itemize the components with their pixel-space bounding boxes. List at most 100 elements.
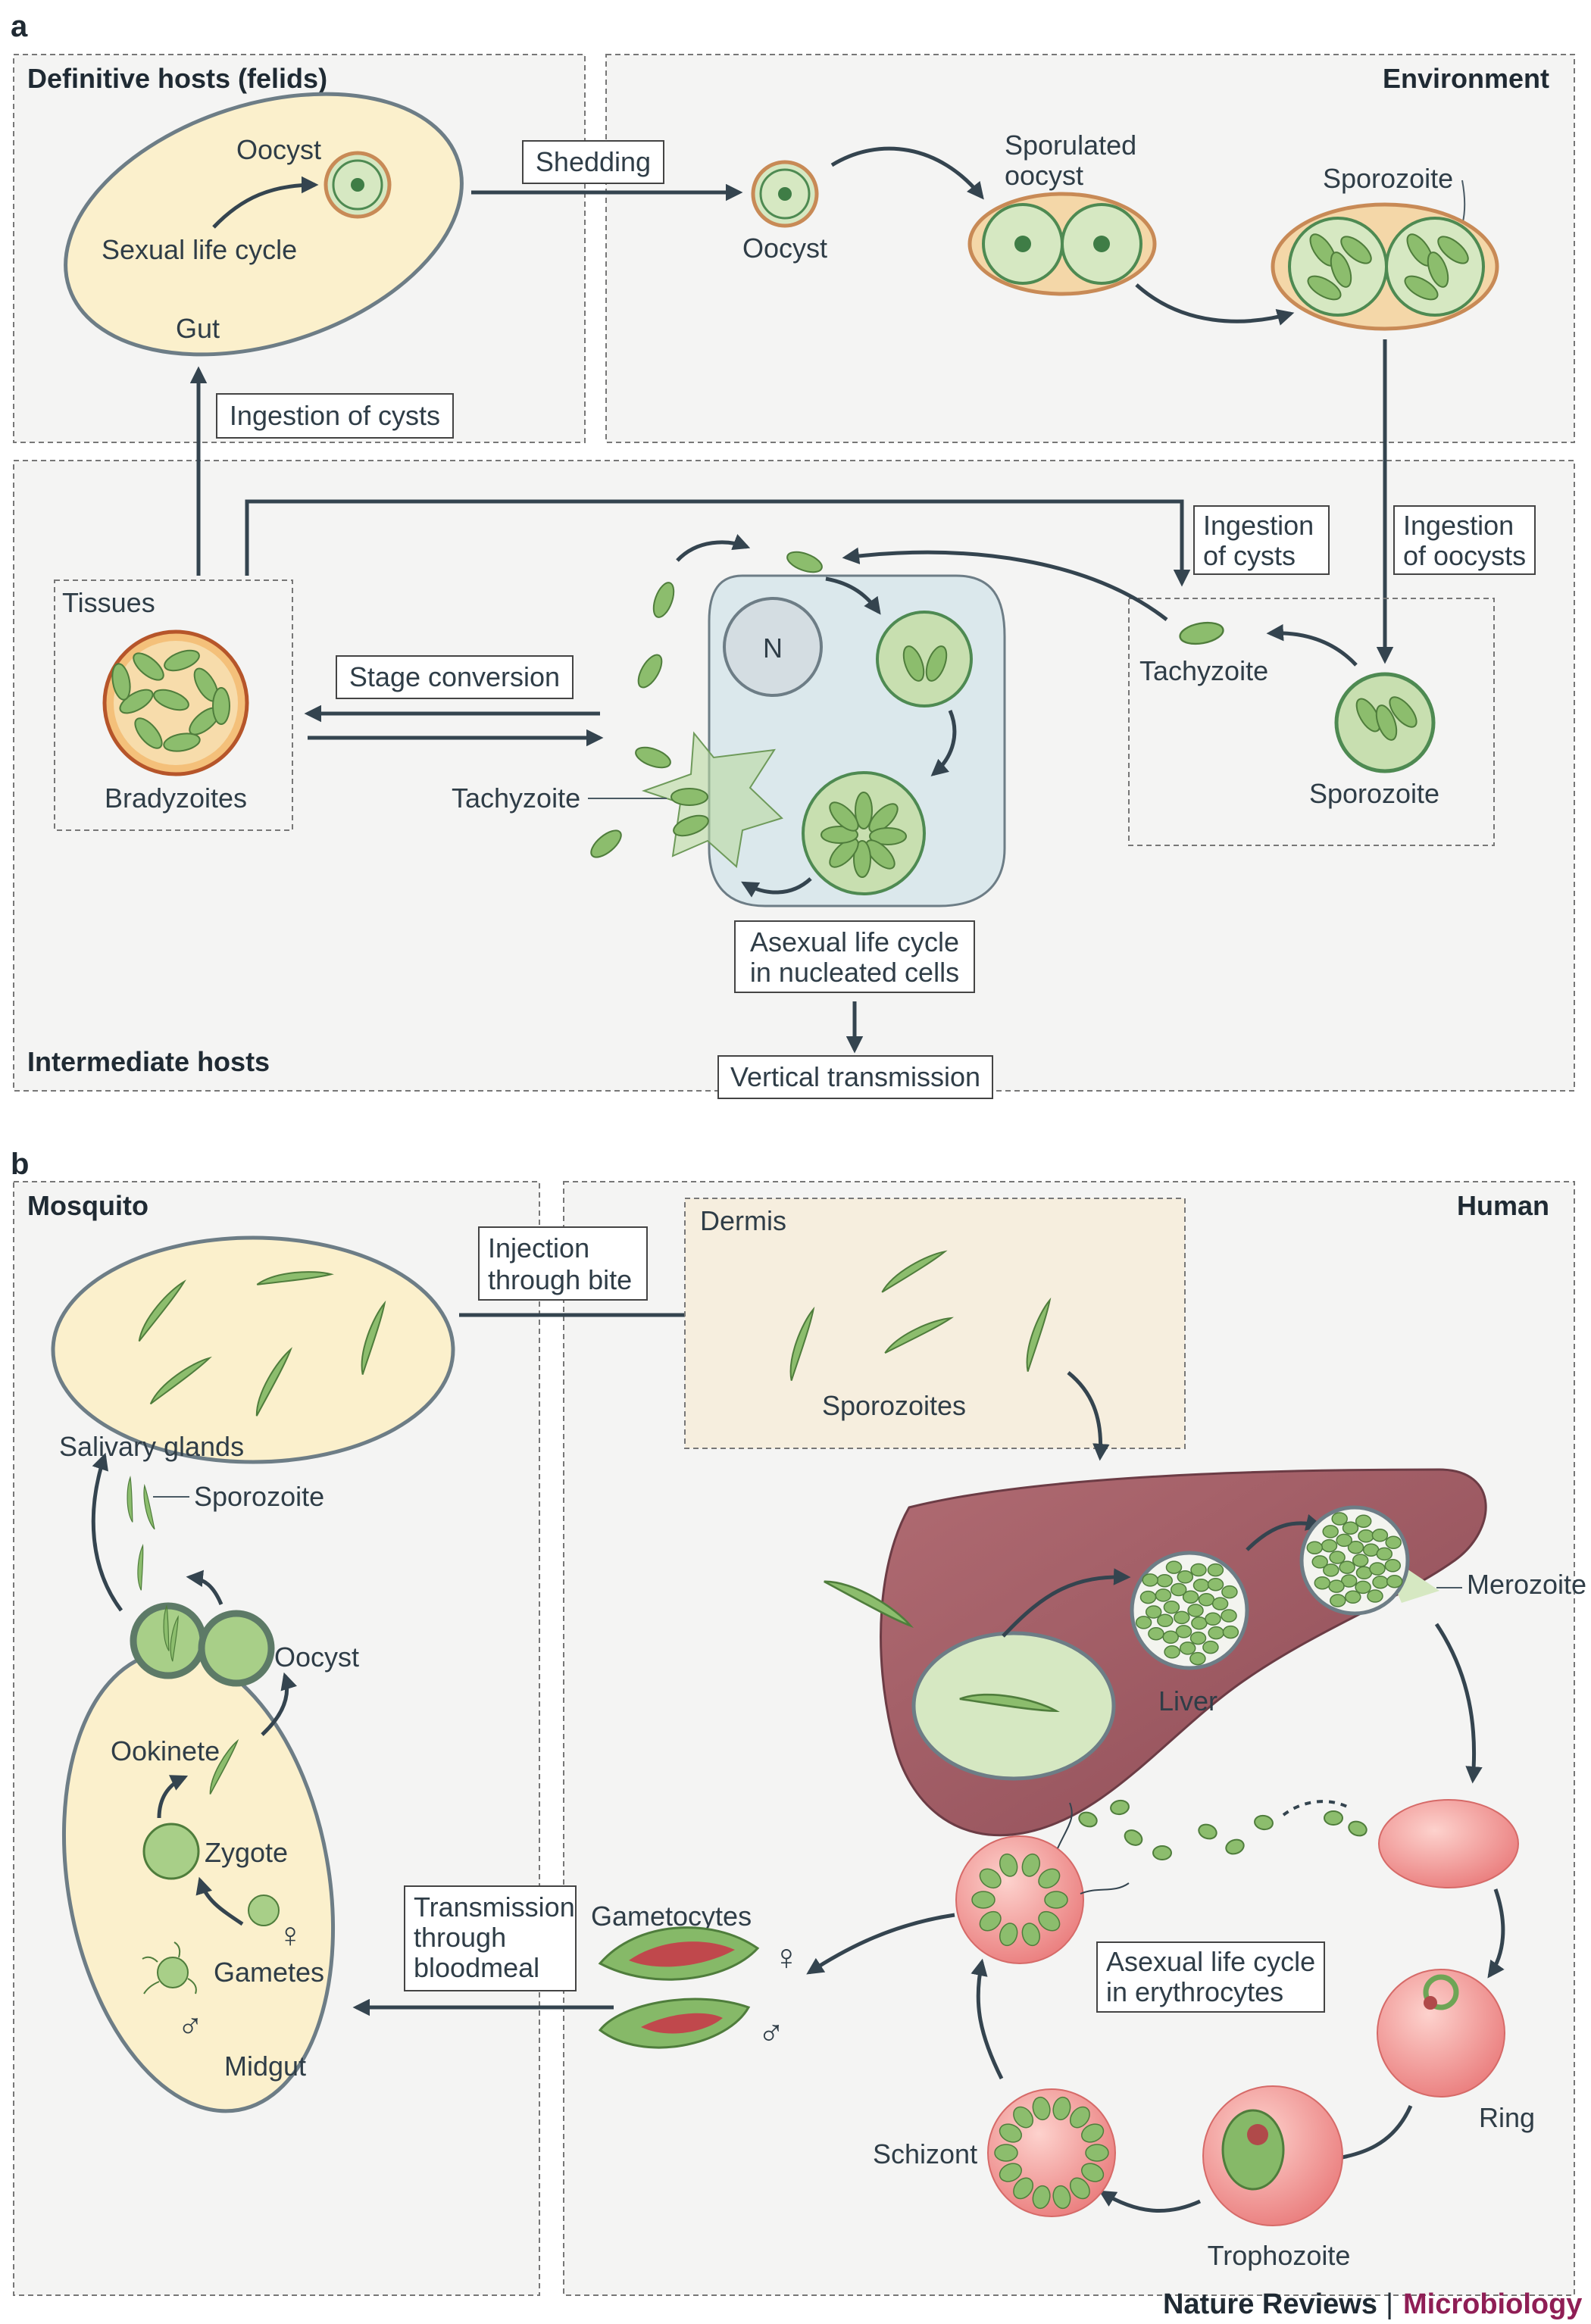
merozoite [1069,2106,1090,2129]
shedding-box [522,140,664,184]
merozoite [1208,1626,1224,1640]
asexual-erythrocyte-label-1: Asexual life cycle [1106,1946,1315,1977]
gametes-label: Gametes [214,1957,324,1988]
merozoite [1367,1589,1383,1603]
oocyst-release-arrow [186,1570,223,1605]
merozoite [1198,1593,1215,1607]
merozoite-dashed-arrow [1282,1800,1352,1816]
mature-liver-schizont [1299,1505,1439,1616]
salivary-glands-label: Salivary glands [59,1431,244,1462]
sporulation-arrow [830,146,984,200]
merozoite [1038,1868,1061,1889]
transmission-label-2: through [414,1922,506,1953]
merozoite [1342,1521,1359,1535]
merozoite [1135,1616,1152,1629]
female-gamete-symbol: ♀ [277,1915,304,1954]
sexual-life-cycle-label: Sexual life cycle [102,234,297,265]
sporulated-oocyst-icon [967,192,1157,296]
injection-box [478,1226,648,1301]
sporulated-oocyst-label-1: Sporulated [1005,130,1136,161]
hepatocyte [911,1631,1116,1781]
liver-arrow-1 [1002,1568,1131,1638]
merozoite [1330,1594,1346,1607]
tissues-label: Tissues [62,587,155,618]
merozoite [1175,1625,1192,1638]
merozoite [979,1868,1002,1889]
rosette-cell-icon [802,771,926,895]
merozoite [1329,1551,1346,1564]
female-gametocyte [598,1926,760,1981]
merozoite [1174,1610,1190,1625]
merozoite [1355,1514,1372,1528]
merozoite [1336,1533,1352,1548]
ingestion-of-cysts-box [1193,505,1330,575]
asexual-cycle-label-1: Asexual life cycle [750,926,959,957]
schizont-label: Schizont [873,2138,977,2169]
host-cycle-arrow-4 [741,877,812,898]
merozoite [979,1910,1002,1932]
merozoite [1081,2123,1105,2143]
female-gamete [248,1894,280,1926]
merozoite [1372,1575,1389,1589]
stage-conversion-box [336,655,574,699]
merozoite [1052,2185,1071,2210]
merozoite [1179,1641,1196,1655]
schizont-to-rupture-arrow [971,1958,1004,2080]
environment-oocyst-label: Oocyst [742,233,827,264]
merozoite [1386,1574,1403,1588]
merozoite [1013,2106,1034,2129]
stage-conversion-label: Stage conversion [349,661,560,692]
uninfected-erythrocyte [1378,1799,1519,1888]
merozoite [999,2163,1022,2182]
midgut-label: Midgut [224,2051,306,2082]
sporozoites-label: Sporozoites [822,1390,966,1421]
ingestion-of-oocysts-label-2: of oocysts [1403,540,1526,571]
zygote-label: Zygote [205,1837,288,1868]
sporozoite-right-label: Sporozoite [1309,778,1439,809]
trophozoite-to-schizont-arrow [1099,2190,1202,2213]
merozoite [1345,1590,1361,1604]
dermis-to-liver-arrow [1067,1371,1110,1461]
sporulated-oocyst-label-2: oocyst [1005,160,1083,191]
merozoite [1202,1640,1219,1654]
ring-stage-erythrocyte [1377,1969,1505,2098]
merozoite [1044,1891,1068,1909]
shedding-label: Shedding [536,146,651,177]
rupturing-erythrocyte [955,1802,1130,1964]
panel-a-letter: a [11,10,28,43]
merozoite [1369,1562,1386,1576]
human-title: Human [1457,1190,1549,1221]
asexual-erythrocyte-label-2: in erythrocytes [1106,1976,1283,2007]
asexual-cycle-box [734,920,975,993]
merozoite [1328,1579,1345,1593]
sporozoite-to-tachyzoite-arrow [1266,623,1358,667]
merozoite [1038,1910,1061,1932]
liver-schizont [1130,1551,1249,1670]
male-gamete-symbol: ♂ [177,2006,204,2045]
merozoite [1145,1605,1162,1619]
asexual-cycle-label-2: in nucleated cells [750,957,959,988]
merozoite [999,2123,1022,2143]
merozoite [1155,1588,1172,1602]
merozoite [1384,1559,1402,1573]
merozoite [999,1923,1018,1947]
merozoite [1340,1574,1358,1588]
ingestion-of-cysts-label-1: Ingestion [1203,510,1314,541]
merozoite [994,2144,1018,2162]
mosquito-oocyst-2 [198,1610,275,1687]
merozoite [1306,1541,1324,1554]
merozoite [1323,1563,1339,1577]
merozoite [1339,1560,1355,1574]
rbc-to-ring-arrow [1487,1888,1505,1979]
mature-oocyst-icon [1271,202,1499,331]
merozoite [1177,1570,1194,1584]
merozoite [1191,1616,1208,1630]
transmission-label-3: bloodmeal [414,1952,539,1983]
merozoite [1385,1535,1402,1550]
dermis-label: Dermis [700,1205,786,1236]
tachyzoite-left-label: Tachyzoite [452,782,580,814]
merozoite-label: Merozoite [1467,1569,1586,1600]
merozoite [1170,1582,1187,1597]
merozoite [1069,2177,1090,2200]
